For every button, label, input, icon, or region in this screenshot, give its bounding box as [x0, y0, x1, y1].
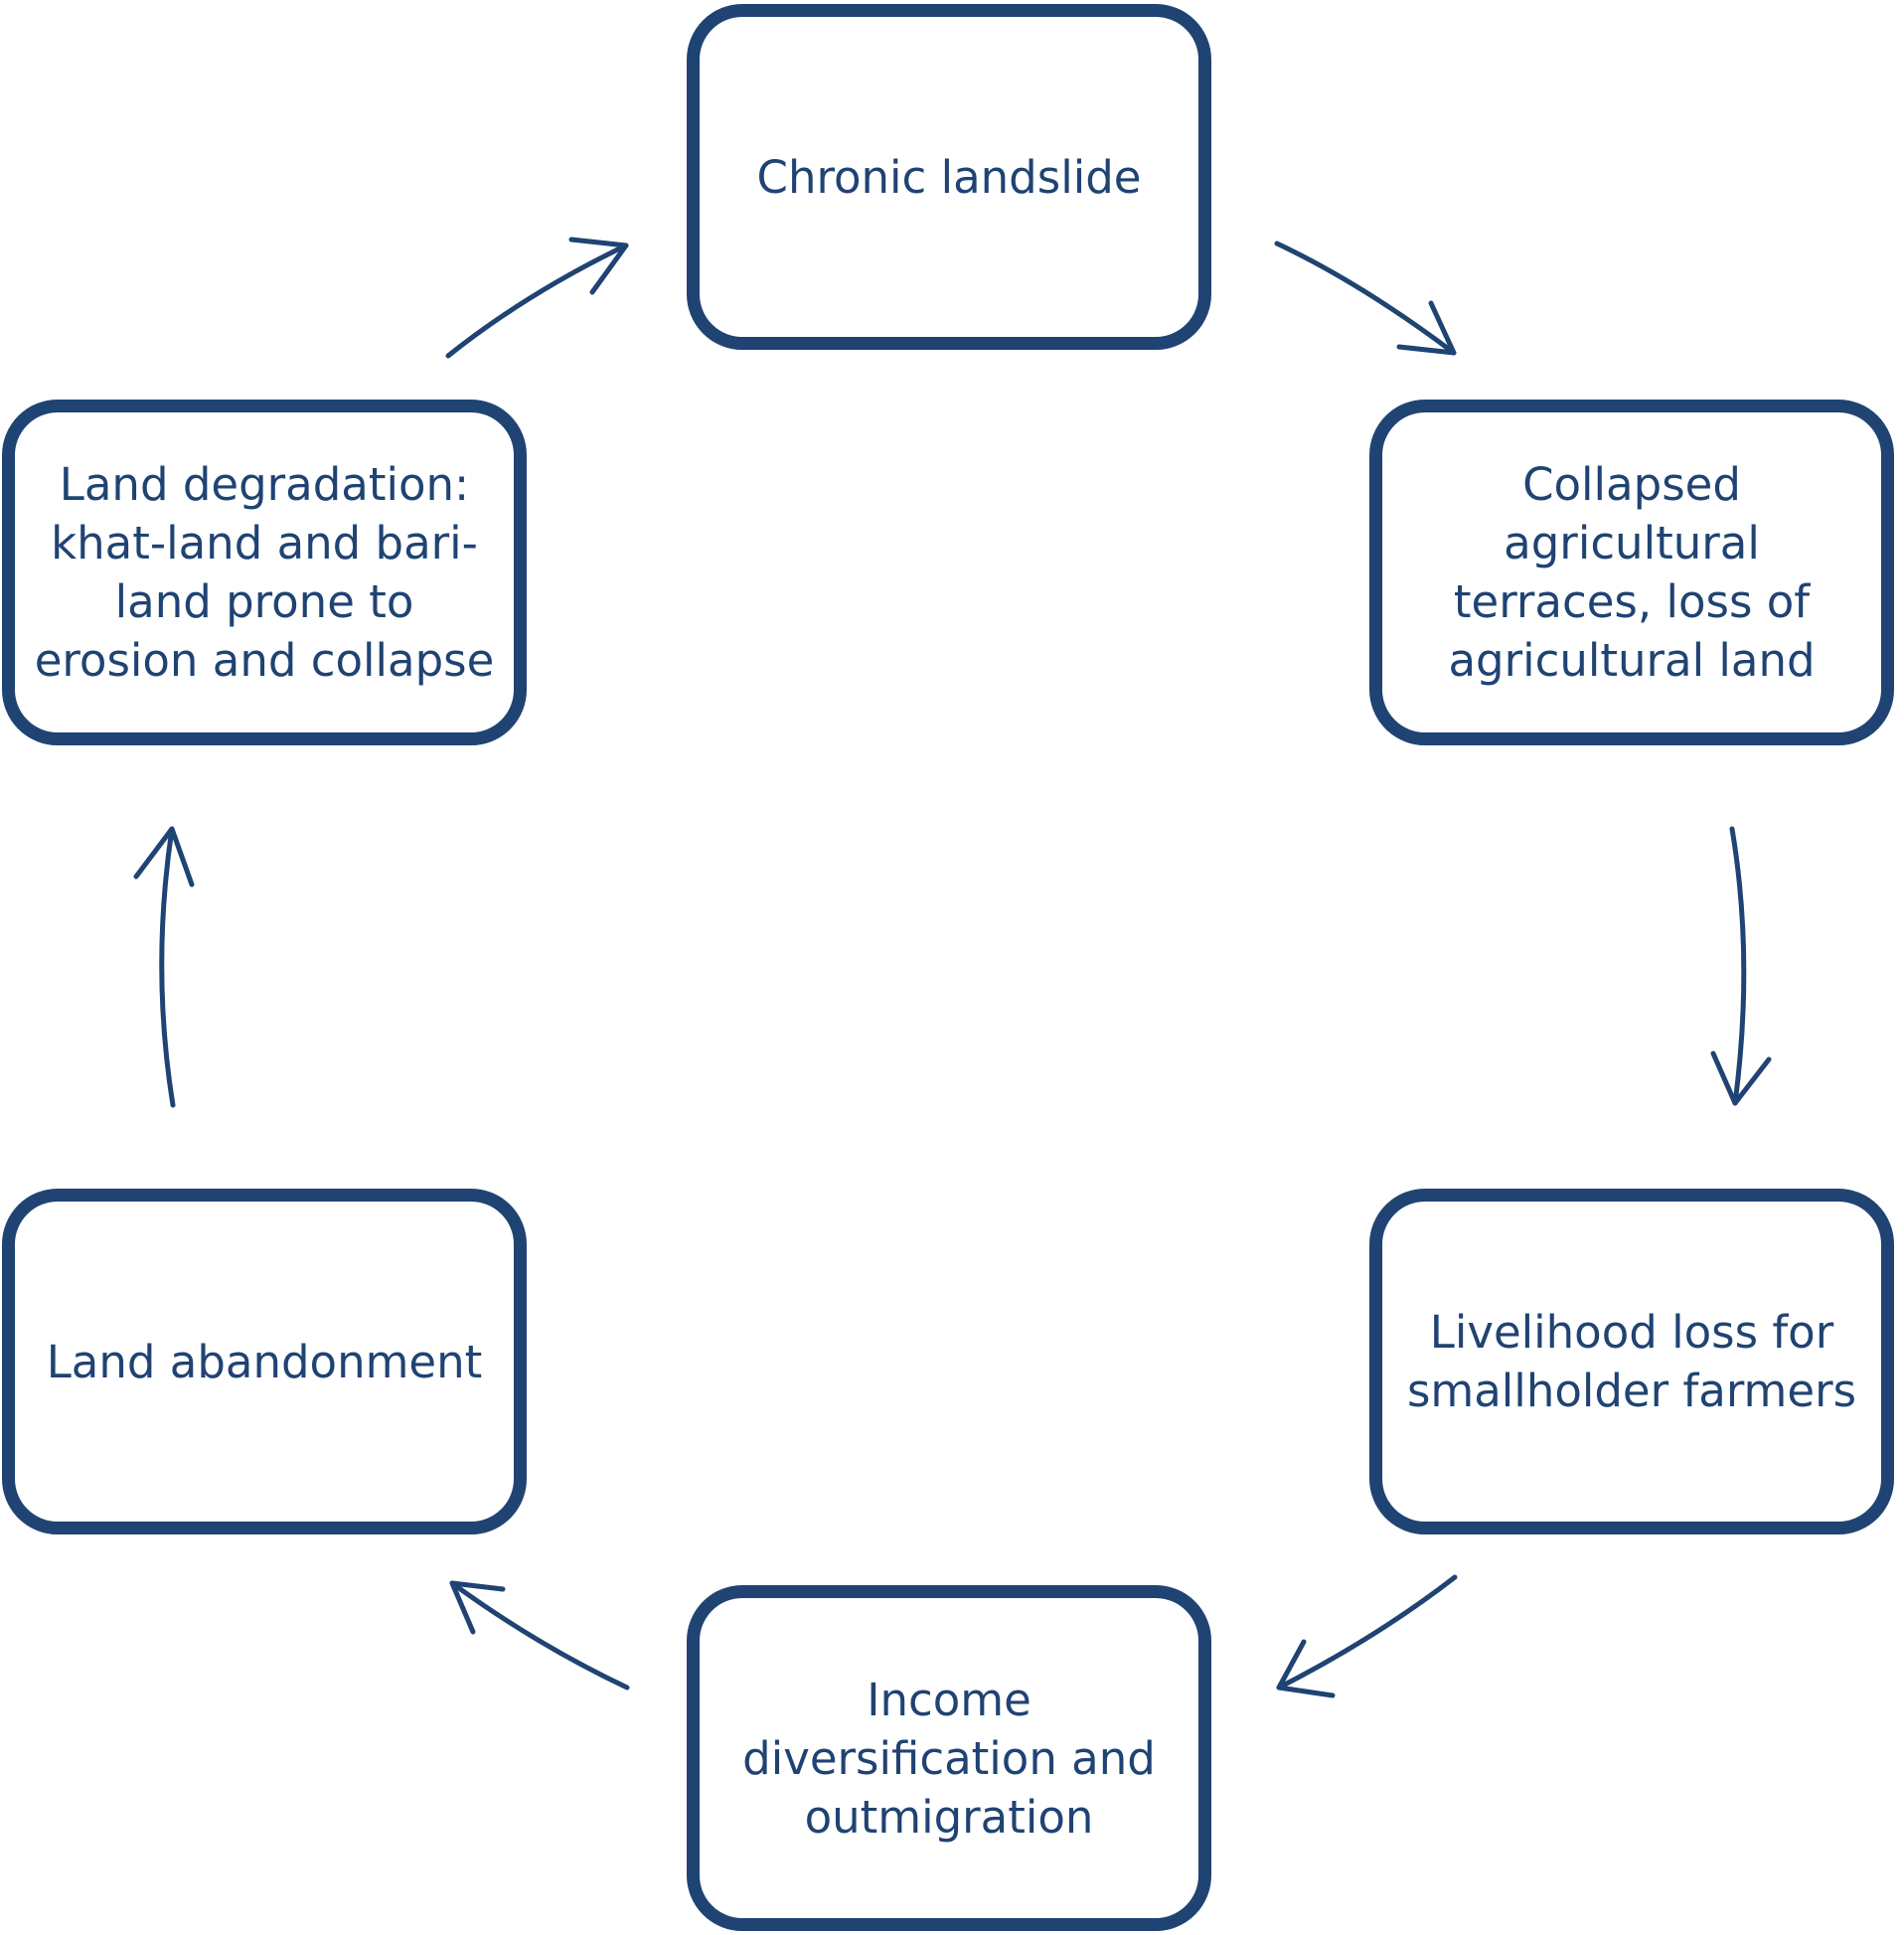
node-collapsed-terraces: Collapsed agricultural terraces, loss of… [1369, 400, 1894, 745]
node-label: Chronic landslide [756, 150, 1142, 204]
node-land-degradation: Land degradation: khat-land and bari-lan… [2, 400, 527, 745]
node-income-diversification: Income diversification and outmigration [687, 1585, 1211, 1931]
arrow-terraces-to-livelihood [1710, 826, 1772, 1106]
node-label: Collapsed agricultural terraces, loss of… [1448, 458, 1816, 687]
arrow-degradation-to-landslide [445, 237, 629, 359]
node-label: Land degradation: khat-land and bari-lan… [34, 458, 495, 687]
arrow-landslide-to-terraces [1274, 241, 1457, 356]
node-chronic-landslide: Chronic landslide [687, 4, 1211, 350]
node-land-abandonment: Land abandonment [2, 1189, 527, 1534]
node-label: Livelihood loss for smallholder farmers [1406, 1306, 1857, 1417]
arrow-abandonment-to-degradation [133, 826, 195, 1108]
arrow-livelihood-to-income [1276, 1574, 1458, 1698]
node-label: Land abandonment [46, 1335, 483, 1388]
node-livelihood-loss: Livelihood loss for smallholder farmers [1369, 1189, 1894, 1534]
node-label: Income diversification and outmigration [742, 1673, 1156, 1844]
arrow-income-to-abandonment [449, 1580, 630, 1691]
